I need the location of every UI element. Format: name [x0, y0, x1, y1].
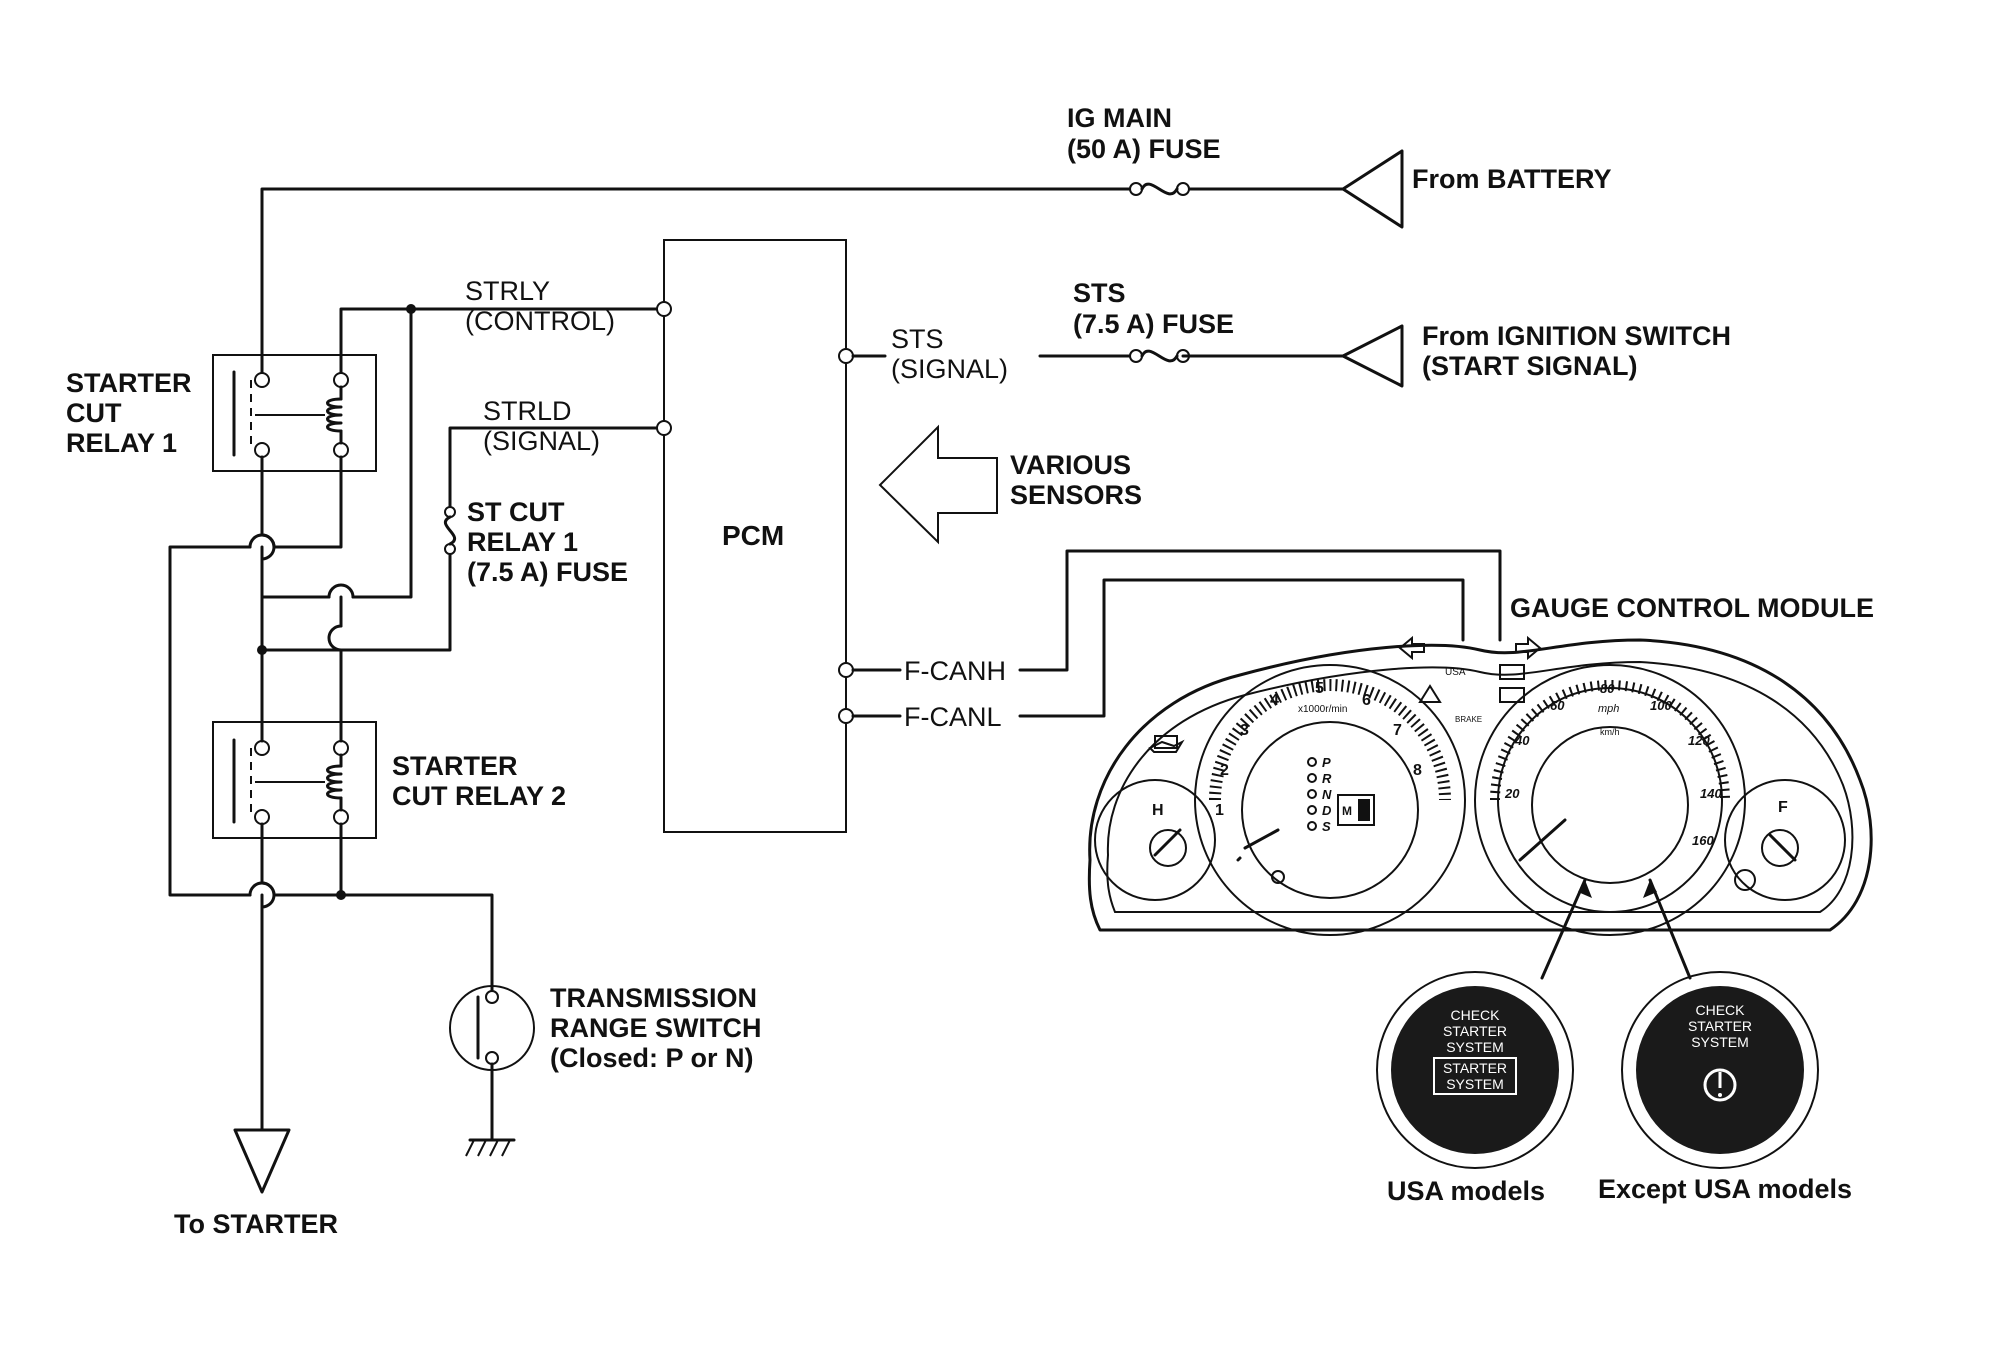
relay-1-label: STARTER CUT RELAY 1 — [66, 368, 199, 458]
svg-text:60: 60 — [1550, 698, 1565, 713]
turn-signal-icon — [1515, 635, 1542, 661]
svg-text:40: 40 — [1514, 733, 1530, 748]
svg-text:120: 120 — [1688, 733, 1710, 748]
svg-text:160: 160 — [1692, 833, 1714, 848]
fcanl-label: F-CANL — [904, 702, 1002, 732]
except-usa-models-label: Except USA models — [1598, 1174, 1852, 1204]
strld-label: STRLD (SIGNAL) — [483, 396, 600, 456]
svg-text:20: 20 — [1504, 786, 1520, 801]
svg-text:CHECK: CHECK — [1450, 1007, 1500, 1023]
pcm-box — [656, 239, 854, 833]
svg-text:F: F — [1778, 799, 1788, 816]
svg-text:S: S — [1322, 819, 1331, 834]
svg-text:STARTER: STARTER — [1688, 1018, 1752, 1034]
relay-2-label: STARTER CUT RELAY 2 — [392, 751, 566, 811]
starter-arrow-icon — [233, 1128, 291, 1194]
sts-pin-label: STS (SIGNAL) — [891, 324, 1008, 384]
strly-label: STRLY (CONTROL) — [465, 276, 615, 336]
ground-icon — [465, 1138, 516, 1157]
svg-text:SYSTEM: SYSTEM — [1691, 1034, 1749, 1050]
svg-text:km/h: km/h — [1600, 727, 1620, 737]
callout-arrows — [1540, 878, 1692, 980]
various-sensors-label: VARIOUS SENSORS — [1010, 450, 1142, 510]
svg-text:STARTER: STARTER — [1443, 1060, 1507, 1076]
svg-text:P: P — [1322, 755, 1331, 770]
sts-wire — [851, 324, 1404, 388]
oil-pressure-icon — [1148, 739, 1185, 753]
svg-text:H: H — [1152, 802, 1164, 819]
temp-gauge: H — [1094, 779, 1216, 901]
check-engine-icon — [1499, 664, 1525, 703]
indicator-except-usa: CHECK STARTER SYSTEM — [1621, 971, 1819, 1169]
starter-system-icon — [1703, 1068, 1737, 1102]
gear-indicator: P R N D S M — [1307, 755, 1375, 834]
st-cut-fuse-icon — [443, 506, 457, 555]
brake-indicator-label: BRAKE — [1455, 715, 1482, 724]
gauge-module-label: GAUGE CONTROL MODULE — [1510, 593, 1874, 623]
transmission-switch-label: TRANSMISSION RANGE SWITCH (Closed: P or … — [550, 983, 769, 1073]
svg-text:4: 4 — [1270, 692, 1279, 709]
indicator-usa: CHECK STARTER SYSTEM STARTER SYSTEM — [1376, 971, 1574, 1169]
svg-text:80: 80 — [1600, 681, 1615, 696]
from-ignition-label: From IGNITION SWITCH (START SIGNAL) — [1422, 321, 1739, 381]
fuel-gauge: F — [1724, 779, 1846, 901]
warning-icon — [1418, 684, 1442, 703]
tachometer: 1 2 3 4 5 6 7 8 x1000r/min — [1194, 664, 1466, 936]
svg-text:140: 140 — [1700, 786, 1722, 801]
svg-text:CHECK: CHECK — [1695, 1002, 1745, 1018]
svg-text:6: 6 — [1362, 692, 1371, 709]
fcan-wires — [851, 549, 1502, 718]
svg-text:D: D — [1322, 803, 1332, 818]
svg-text:x1000r/min: x1000r/min — [1298, 704, 1347, 715]
svg-text:2: 2 — [1220, 762, 1229, 779]
starter-cut-relay-2 — [212, 721, 377, 839]
battery-arrow-icon — [1341, 149, 1404, 229]
usa-models-label: USA models — [1387, 1176, 1545, 1206]
st-cut-fuse-label: ST CUT RELAY 1 (7.5 A) FUSE — [467, 497, 628, 587]
svg-text:mph: mph — [1598, 703, 1619, 715]
fcanh-label: F-CANH — [904, 656, 1006, 686]
svg-text:SYSTEM: SYSTEM — [1446, 1076, 1504, 1092]
pcm-label: PCM — [722, 520, 784, 551]
svg-text:M: M — [1342, 804, 1352, 818]
various-sensors-arrow-icon — [878, 424, 998, 545]
svg-text:SYSTEM: SYSTEM — [1446, 1039, 1504, 1055]
svg-text:1: 1 — [1215, 802, 1224, 819]
svg-text:R: R — [1322, 771, 1332, 786]
sts-fuse-label: STS (7.5 A) FUSE — [1073, 278, 1234, 339]
starter-cut-relay-1 — [212, 354, 377, 472]
battery-feed-wire — [260, 182, 1345, 374]
from-battery-label: From BATTERY — [1412, 164, 1612, 194]
ig-main-fuse-label: IG MAIN (50 A) FUSE — [1067, 103, 1221, 164]
speedometer: 20 40 60 80 100 120 140 160 mph km/h — [1474, 664, 1746, 936]
to-starter-label: To STARTER — [174, 1209, 338, 1239]
relay-coil-icon — [326, 397, 343, 433]
svg-text:STARTER: STARTER — [1443, 1023, 1507, 1039]
gauge-cluster: H F 1 2 3 4 5 6 7 8 x1000r/min — [1087, 635, 1873, 936]
svg-text:7: 7 — [1393, 722, 1402, 739]
usa-indicator-label: USA — [1445, 667, 1466, 678]
transmission-range-switch — [449, 985, 535, 1157]
relay-wiring — [168, 304, 666, 1132]
svg-text:8: 8 — [1413, 762, 1422, 779]
turn-signal-icon — [1398, 635, 1425, 661]
svg-text:N: N — [1322, 787, 1332, 802]
svg-text:3: 3 — [1240, 722, 1249, 739]
battery-icon — [1154, 735, 1178, 749]
svg-text:5: 5 — [1315, 680, 1324, 697]
relay-coil-icon — [326, 764, 343, 800]
svg-text:100: 100 — [1650, 698, 1672, 713]
